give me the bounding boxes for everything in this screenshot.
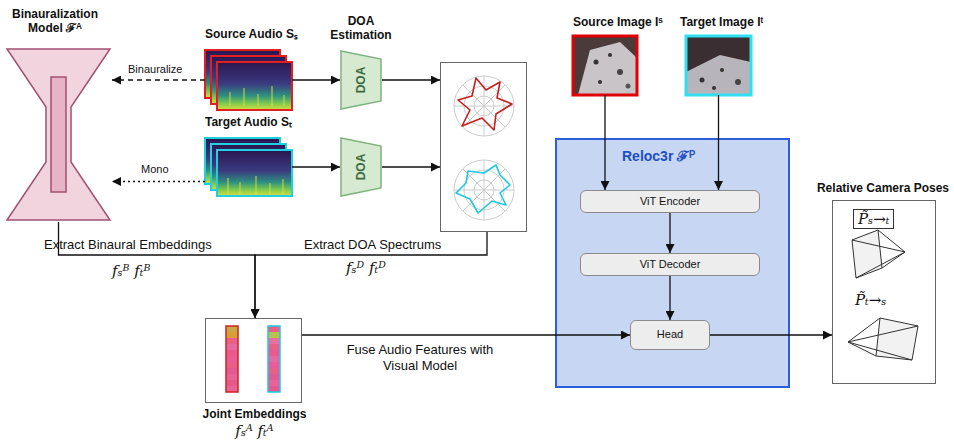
connector (255, 232, 487, 318)
feature-symbol: fₛᴬ fₜᴬ (206, 422, 303, 440)
target-embedding-bar (268, 326, 280, 392)
target-doa-polar-plot (454, 160, 514, 220)
relative-camera-poses: Relative Camera PosesP̃ₛ→ₜP̃ₜ→ₛ (832, 200, 936, 384)
doa-spectrum-panel: Extract DOA Spectrumsfₛᴰ fₜᴰ (440, 62, 527, 232)
pose-symbol: P̃ₛ→ₜ (853, 209, 894, 229)
process-box: Head (630, 320, 710, 350)
binauralization-model: Binauralization Model ℱᴬ (5, 47, 112, 222)
panel-title: Relative Camera Poses (808, 181, 954, 195)
feature-symbol: fₛᴰ fₜᴰ (346, 259, 386, 277)
process-label: ViT Decoder (581, 254, 759, 275)
source-image: Source Image Iˢ (573, 36, 637, 95)
source-spectrogram (205, 50, 292, 110)
edge-label: Extract Binaural Embeddings (44, 237, 212, 253)
process-box: ViT Encoder (580, 190, 760, 213)
pose-symbol: P̃ₜ→ₛ (855, 291, 886, 309)
hourglass-outline (7, 49, 110, 220)
connector (112, 79, 205, 80)
process-label: ViT Encoder (581, 191, 759, 212)
connector (59, 222, 256, 318)
doa-estimator: DOA (340, 50, 382, 110)
camera-frustum (852, 230, 905, 278)
source-audio: Source Audio Sₛ (205, 50, 292, 110)
edge-label: Fuse Audio Features with Visual Model (340, 342, 500, 373)
source-doa-polar-plot (454, 76, 514, 136)
audio-title: Target Audio Sₜ (205, 115, 292, 129)
process-label: Head (631, 321, 709, 349)
source-embedding-bar (226, 326, 238, 392)
joint-embeddings: Joint Embeddingsfₛᴬ fₜᴬ (205, 318, 302, 403)
panel-title: Joint Embeddings (201, 407, 308, 421)
bottleneck-bar (51, 77, 66, 192)
target-image: Target Image Iᵗ (686, 36, 751, 95)
doa-estimator: DOA (340, 137, 382, 197)
trapezoid-outline (341, 138, 381, 196)
connector (112, 181, 205, 182)
connector (382, 166, 440, 167)
connector (718, 95, 719, 190)
image-title: Source Image Iˢ (573, 15, 663, 29)
section-title: DOA Estimation (325, 14, 397, 43)
camera-frustum (848, 318, 918, 360)
target-audio: Target Audio Sₜ (205, 138, 292, 196)
connector (669, 213, 670, 253)
connector (302, 334, 630, 335)
target-spectrogram (205, 138, 292, 196)
process-box: ViT Decoder (580, 253, 760, 276)
source-image-illustration (573, 36, 637, 95)
edge-label: Mono (141, 163, 169, 176)
panel-caption: Extract DOA Spectrums (304, 237, 441, 253)
module-label: DOA (354, 154, 368, 181)
image-title: Target Image Iᵗ (680, 15, 763, 29)
edge-label: Binauralize (128, 63, 182, 76)
connector (604, 95, 605, 190)
target-image-illustration (686, 36, 751, 95)
audio-title: Source Audio Sₛ (205, 27, 298, 41)
connector (292, 166, 340, 167)
connector (710, 334, 832, 335)
connector (382, 79, 440, 80)
connector (669, 276, 670, 320)
reloc3r-module: Reloc3r ℱᴾ ViT EncoderViT DecoderHead (555, 138, 790, 388)
connector (292, 79, 340, 80)
model-title: Binauralization Model ℱᴬ (0, 7, 110, 36)
node-outline (5, 47, 112, 222)
module-label: DOA (354, 67, 368, 94)
trapezoid-outline (341, 51, 381, 109)
feature-symbol: fₛᴮ fₜᴮ (112, 262, 151, 280)
module-title: Reloc3r ℱᴾ (622, 148, 695, 165)
